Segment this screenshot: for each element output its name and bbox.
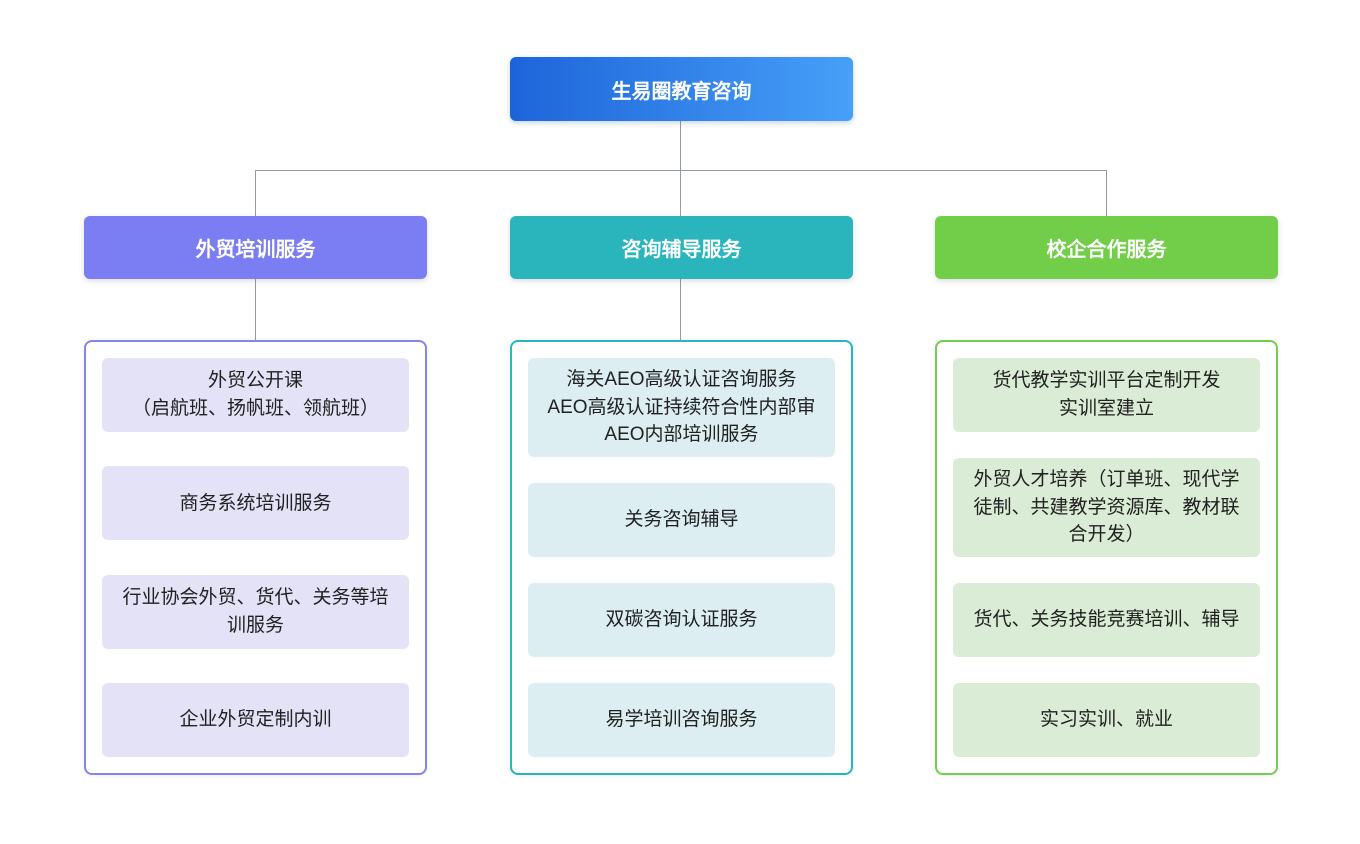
connector-drop-branch-3 [1106,170,1107,216]
root-node: 生易圈教育咨询 [510,57,853,121]
leaf-node: 关务咨询辅导 [528,482,835,557]
leaf-node: 商务系统培训服务 [102,466,409,541]
connector-root-drop [680,121,681,170]
branch-header-consulting-coaching: 咨询辅导服务 [510,216,853,279]
connector-drop-branch-1 [255,170,256,216]
branch-header-foreign-trade-training: 外贸培训服务 [84,216,427,279]
branch-header-school-enterprise-cooperation: 校企合作服务 [935,216,1278,279]
leaf-node: 外贸人才培养（订单班、现代学 徒制、共建教学资源库、教材联 合开发） [953,458,1260,557]
leaf-node: 企业外贸定制内训 [102,682,409,757]
leaf-node: 货代教学实训平台定制开发 实训室建立 [953,358,1260,432]
branch-container-foreign-trade-training: 外贸公开课 （启航班、扬帆班、领航班） 商务系统培训服务 行业协会外贸、货代、关… [84,340,427,775]
connector-drop-branch-2 [680,170,681,216]
leaf-node: 易学培训咨询服务 [528,682,835,757]
leaf-node: 双碳咨询认证服务 [528,582,835,657]
leaf-node: 海关AEO高级认证咨询服务 AEO高级认证持续符合性内部审 AEO内部培训服务 [528,358,835,457]
connector-horizontal [255,170,1107,171]
leaf-node: 行业协会外贸、货代、关务等培 训服务 [102,574,409,649]
leaf-node: 实习实训、就业 [953,682,1260,757]
branch-container-school-enterprise-cooperation: 货代教学实训平台定制开发 实训室建立 外贸人才培养（订单班、现代学 徒制、共建教… [935,340,1278,775]
connector-header-to-container-1 [255,279,256,340]
branch-container-consulting-coaching: 海关AEO高级认证咨询服务 AEO高级认证持续符合性内部审 AEO内部培训服务 … [510,340,853,775]
leaf-node: 外贸公开课 （启航班、扬帆班、领航班） [102,358,409,432]
connector-header-to-container-2 [680,279,681,340]
leaf-node: 货代、关务技能竞赛培训、辅导 [953,582,1260,657]
